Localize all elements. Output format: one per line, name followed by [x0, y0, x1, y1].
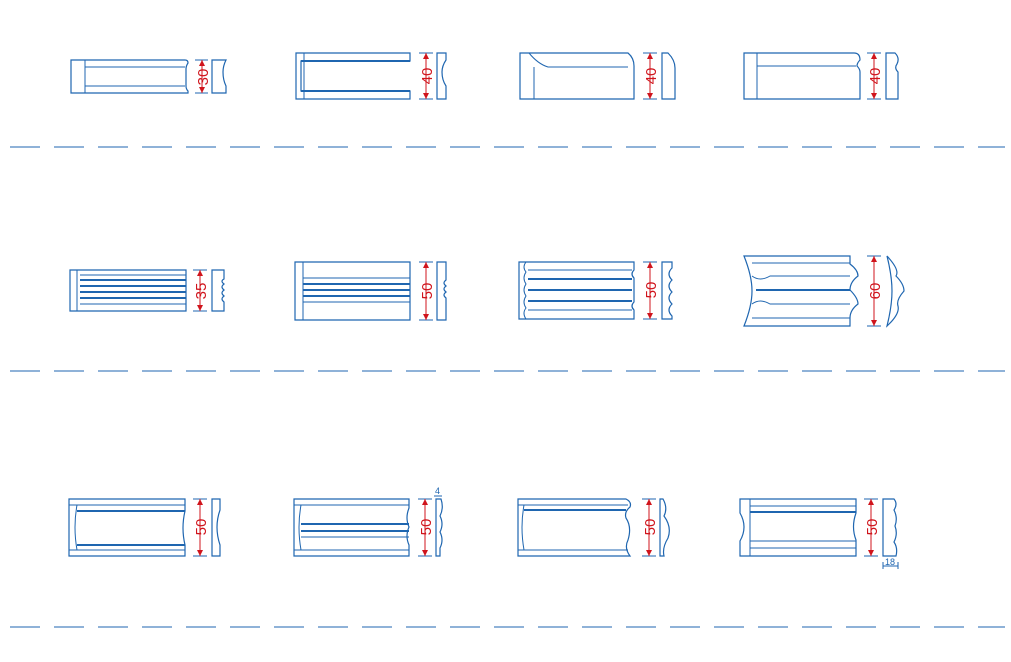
dimension-label: 40: [643, 68, 660, 85]
profile-1-4: 40: [743, 52, 899, 100]
profile-3-3-section: [659, 498, 670, 557]
profile-3-1-section: [211, 498, 221, 557]
profile-3-1-elevation: [68, 498, 186, 557]
profile-1-1-elevation: [70, 59, 189, 94]
profile-2-3-elevation: [518, 261, 635, 320]
dimension-label: 50: [642, 519, 659, 536]
profile-3-4: 50 18: [739, 498, 899, 569]
profile-2-2-dimension: 50: [419, 261, 436, 321]
profile-3-2-elevation: [293, 498, 410, 557]
profile-3-1: 50: [68, 498, 221, 557]
dimension-label: 50: [864, 519, 881, 536]
dimension-label: 35: [193, 283, 210, 300]
dimension-label: 60: [867, 283, 884, 300]
profile-1-2-elevation: [295, 52, 411, 100]
profile-1-4-dimension: 40: [867, 52, 884, 100]
profile-3-2-dimension: 50: [418, 498, 435, 557]
profile-2-3-section: [661, 261, 673, 320]
profile-1-3-dimension: 40: [643, 52, 660, 100]
profile-2-4-elevation: [743, 255, 859, 327]
dimension-label: 50: [193, 519, 210, 536]
dimension-label: 50: [643, 282, 660, 299]
profile-1-4-elevation: [743, 52, 861, 100]
profile-3-4-section: 18: [882, 498, 899, 569]
profile-1-2-dimension: 40: [419, 52, 436, 100]
profile-2-1: 35: [69, 269, 225, 312]
profile-2-2: 50: [294, 261, 447, 321]
profile-1-1: 30: [70, 59, 227, 94]
profile-2-2-elevation: [294, 261, 411, 321]
profile-1-1-section: [211, 59, 227, 94]
profile-1-1-dimension: 30: [195, 59, 212, 94]
dimension-label: 40: [419, 68, 436, 85]
dimension-label: 40: [867, 68, 884, 85]
profile-2-1-section: [211, 269, 225, 312]
dimension-label: 50: [418, 519, 435, 536]
profile-2-1-elevation: [69, 269, 187, 312]
profile-1-3-elevation: [519, 52, 635, 100]
profile-3-1-dimension: 50: [193, 498, 210, 557]
profile-3-4-dimension: 50: [864, 498, 881, 557]
profile-row-2: 35 50: [69, 255, 905, 328]
profile-2-3-dimension: 50: [643, 261, 660, 320]
profile-1-4-section: [885, 52, 899, 100]
profile-2-1-dimension: 35: [193, 269, 210, 312]
dimension-label: 50: [419, 283, 436, 300]
small-dimension-note: 18: [885, 557, 895, 567]
profile-2-4-dimension: 60: [867, 255, 884, 327]
profile-3-4-elevation: [739, 498, 857, 557]
profile-1-3: 40: [519, 52, 676, 100]
profile-1-2: 40: [295, 52, 447, 100]
profile-2-3: 50: [518, 261, 673, 320]
profile-3-2-section: 4: [434, 486, 443, 557]
profile-row-3: 50 50: [68, 486, 899, 569]
profile-row-1: 30 40: [70, 52, 899, 100]
small-dimension-note: 4: [435, 486, 440, 496]
profile-2-4: 60: [743, 255, 905, 328]
profile-3-2: 50 4: [293, 486, 443, 557]
profile-1-3-section: [661, 52, 676, 100]
profile-2-4-section: [885, 255, 905, 328]
profile-1-2-section: [436, 52, 447, 100]
profile-3-3-elevation: [517, 498, 632, 557]
profile-2-2-section: [436, 261, 447, 321]
dimension-label: 30: [195, 69, 212, 86]
profile-3-3-dimension: 50: [642, 498, 659, 557]
profile-3-3: 50: [517, 498, 670, 557]
